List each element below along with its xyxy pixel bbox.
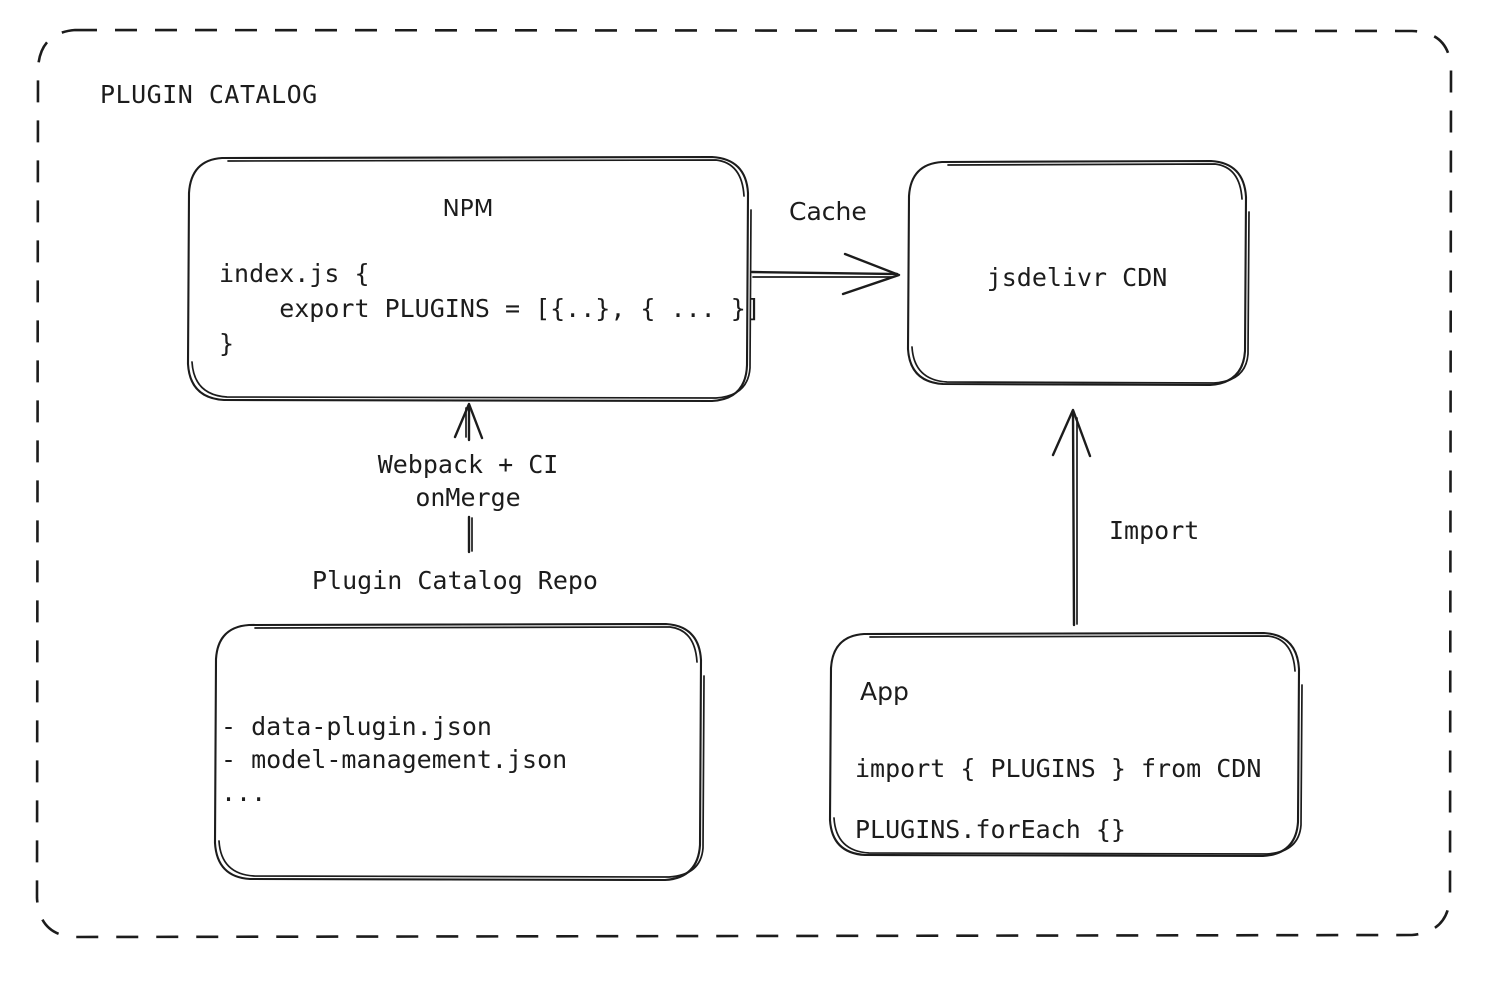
repo-node-box[interactable] — [213, 622, 705, 882]
app-node-title: App — [860, 677, 909, 706]
cdn-node-box[interactable] — [906, 159, 1250, 387]
group-title: PLUGIN CATALOG — [100, 80, 318, 109]
repo-node-file-list: - data-plugin.json - model-management.js… — [221, 712, 568, 807]
import-arrow — [1051, 408, 1092, 627]
cache-arrow — [750, 252, 901, 296]
cache-edge-label: Cache — [789, 197, 867, 226]
app-node-code: import { PLUGINS } from CDN PLUGINS.forE… — [855, 754, 1262, 844]
cdn-node-title: jsdelivr CDN — [986, 263, 1168, 292]
npm-node-code: index.js { export PLUGINS = [{..}, { ...… — [219, 259, 761, 358]
build-arrow — [453, 402, 484, 554]
repo-node-caption: Plugin Catalog Repo — [312, 566, 598, 595]
build-edge-label: Webpack + CI onMerge — [377, 450, 559, 512]
plugin-catalog-container — [35, 28, 1453, 939]
import-edge-label: Import — [1109, 516, 1200, 545]
npm-node-title: NPM — [442, 196, 494, 222]
app-node-box[interactable] — [828, 631, 1303, 858]
npm-node-box[interactable] — [186, 155, 752, 403]
